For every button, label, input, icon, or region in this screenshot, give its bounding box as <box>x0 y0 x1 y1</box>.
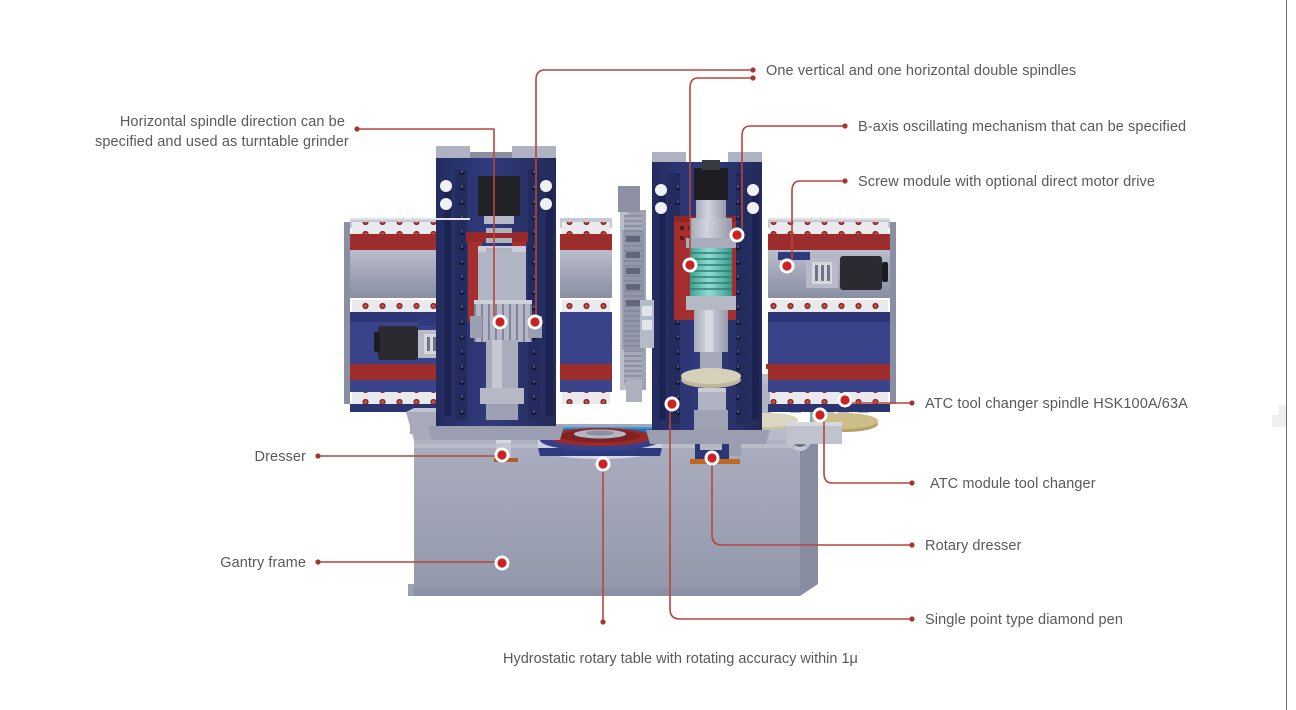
callout-single-point-diamond-pen: Single point type diamond pen <box>925 612 1123 628</box>
callout-screw-module: Screw module with optional direct motor … <box>858 174 1156 190</box>
callout-horizontal-spindle-direction: Horizontal spindle direction can be spec… <box>95 114 349 150</box>
callout-rotary-dresser: Rotary dresser <box>925 538 1022 554</box>
callout-gantry-frame: Gantry frame <box>220 555 306 571</box>
page-edge-rule <box>1286 0 1287 710</box>
callout-dresser: Dresser <box>254 449 306 465</box>
figure-caption: Hydrostatic rotary table with rotating a… <box>503 651 858 667</box>
callout-double-spindles: One vertical and one horizontal double s… <box>766 63 1077 79</box>
page-edge-notch-upper <box>1279 405 1286 415</box>
callout-b-axis-oscillating: B-axis oscillating mechanism that can be… <box>858 119 1187 135</box>
page-edge-notch <box>1272 415 1286 427</box>
callout-atc-tool-changer-spindle: ATC tool changer spindle HSK100A/63A <box>925 396 1188 412</box>
callout-atc-module-tool-changer: ATC module tool changer <box>930 476 1096 492</box>
